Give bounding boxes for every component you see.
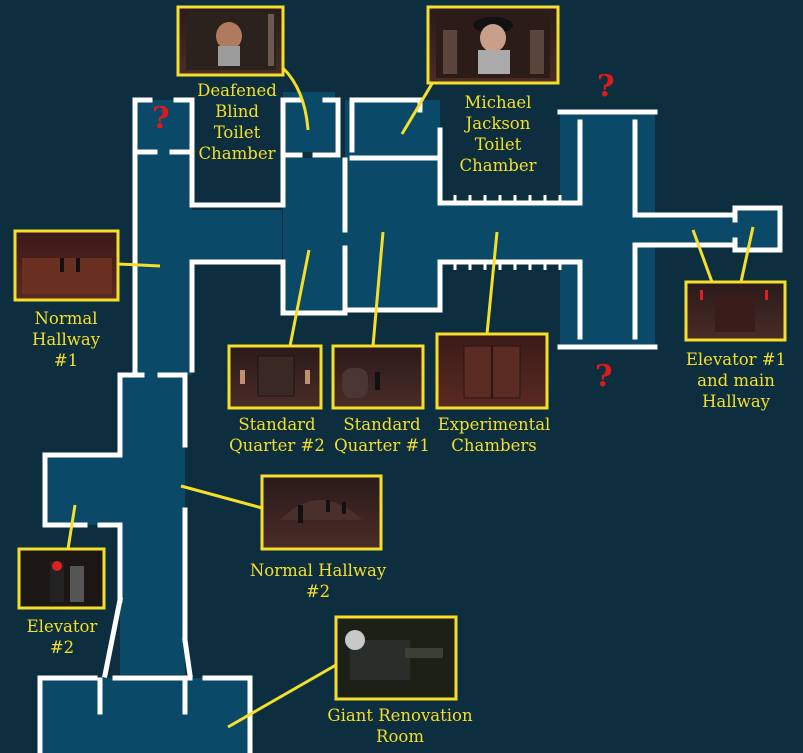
walls: [37, 97, 783, 753]
left-mid-room: [120, 375, 185, 675]
callout-line-hallway-2: [180, 484, 263, 510]
west-cross-corridor: [192, 210, 282, 260]
hallway-2-thumbnail: [260, 474, 383, 551]
unknown-room-marker-north-right: ?: [597, 69, 615, 104]
unknown-room-marker-south-right: ?: [595, 359, 613, 394]
callout-line-elevator-1b: [739, 226, 755, 283]
room-fills: [40, 92, 780, 753]
callout-lines: [66, 66, 755, 729]
t-junction-room: [560, 112, 655, 347]
quarter-1-thumbnail: [331, 344, 425, 410]
callout-line-quarter-1: [371, 231, 385, 347]
unknown-room-marker-north-left: ?: [152, 101, 170, 136]
left-corridor-room: [135, 100, 192, 375]
callout-line-deafened: [281, 66, 310, 131]
label-experimental-chambers: Experimental Chambers: [437, 415, 551, 455]
thumbnails: [13, 5, 787, 701]
hallway-1-thumbnail: [13, 229, 120, 302]
experimental-thumbnail: [435, 332, 549, 410]
experimental-corridor: [440, 205, 580, 260]
renovation-room: [40, 678, 250, 753]
standard-quarter-2-room: [283, 158, 345, 313]
callout-line-experimental: [485, 231, 499, 335]
callout-line-elevator-2: [66, 504, 77, 550]
callout-line-renovation: [227, 663, 337, 729]
label-elevator-1: Elevator #1 and main Hallway: [685, 350, 787, 411]
corridor-teeth: [453, 195, 562, 270]
elevator-2-room: [45, 455, 120, 525]
elevator-2-thumbnail: [17, 547, 106, 610]
label-giant-renovation: Giant Renovation Room: [327, 706, 473, 746]
callout-line-elevator-1a: [691, 229, 714, 283]
label-normal-hallway-1: Normal Hallway #1: [31, 309, 101, 370]
callout-line-mj: [400, 81, 435, 135]
label-standard-quarter-2: Standard Quarter #2: [229, 415, 325, 455]
renovation-thumbnail: [334, 615, 458, 701]
quarter-2-thumbnail: [227, 344, 323, 410]
standard-quarter-1-room: [345, 100, 440, 310]
label-michael-jackson: Michael Jackson Toilet Chamber: [459, 93, 537, 175]
label-normal-hallway-2: Normal Hallway #2: [249, 561, 387, 601]
elevator-1-thumbnail: [684, 280, 787, 342]
mj-thumbnail: [426, 5, 560, 85]
callout-line-quarter-2: [288, 249, 311, 347]
elevator-1-room: [735, 208, 780, 250]
label-deafened-blind: Deafened Blind Toilet Chamber: [197, 81, 277, 163]
label-standard-quarter-1: Standard Quarter #1: [334, 415, 430, 455]
deafened-thumbnail: [176, 5, 285, 77]
callout-line-hallway-1: [117, 262, 161, 268]
label-elevator-2: Elevator #2: [26, 617, 98, 657]
